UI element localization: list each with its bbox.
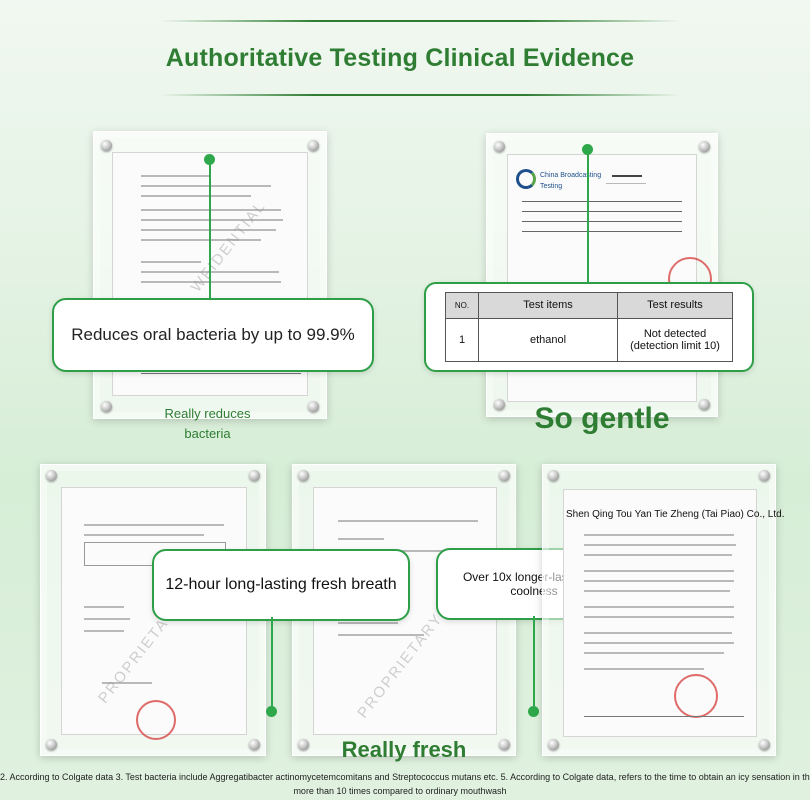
screw-icon xyxy=(308,140,319,151)
screw-icon xyxy=(499,470,510,481)
screw-icon xyxy=(548,739,559,750)
seal-stamp xyxy=(136,700,176,740)
footnote-line-2: more than 10 times compared to ordinary … xyxy=(293,786,507,796)
seal-stamp xyxy=(674,674,718,718)
header-test-items: Test items xyxy=(478,292,618,319)
benefit-label-bacteria: Reduces oral bacteria by up to 99.9% xyxy=(52,298,374,372)
screw-icon xyxy=(249,470,260,481)
screw-icon xyxy=(699,141,710,152)
screw-icon xyxy=(298,470,309,481)
caption-gentle: So gentle xyxy=(534,402,670,435)
screw-icon xyxy=(494,141,505,152)
benefit-label-text: 12-hour long-lasting fresh breath xyxy=(165,576,397,593)
title-divider xyxy=(160,94,680,96)
header-no: NO. xyxy=(445,292,479,319)
connector-line xyxy=(533,616,535,706)
connector-dot xyxy=(582,144,593,155)
screw-icon xyxy=(308,401,319,412)
certificate-paper-5 xyxy=(563,489,757,737)
test-result-card: NO. Test items Test results 1 ethanol No… xyxy=(424,282,754,372)
certificate-frame-5 xyxy=(542,464,776,756)
screw-icon xyxy=(759,470,770,481)
testing-logo-icon xyxy=(516,169,536,189)
screw-icon xyxy=(499,739,510,750)
cell-test-item: ethanol xyxy=(478,317,618,362)
caption-bacteria: Really reduces bacteria xyxy=(164,406,251,441)
caption-fresh: Really fresh xyxy=(341,737,467,762)
screw-icon xyxy=(46,470,57,481)
screw-icon xyxy=(46,739,57,750)
screw-icon xyxy=(759,739,770,750)
benefit-label-text: Reduces oral bacteria by up to 99.9% xyxy=(71,325,355,344)
screw-icon xyxy=(699,399,710,410)
top-divider xyxy=(160,20,680,22)
page-title: Authoritative Testing Clinical Evidence xyxy=(165,44,635,72)
screw-icon xyxy=(548,470,559,481)
connector-line xyxy=(587,150,589,282)
cell-test-result: Not detected (detection limit 10) xyxy=(617,317,733,362)
screw-icon xyxy=(101,401,112,412)
cell-no: 1 xyxy=(445,317,479,362)
company-name: Shen Qing Tou Yan Tie Zheng (Tai Piao) C… xyxy=(566,509,785,520)
benefit-label-fresh-breath: 12-hour long-lasting fresh breath xyxy=(152,549,410,621)
connector-line xyxy=(209,160,211,298)
connector-line xyxy=(271,617,273,707)
footnote-line-1: 2. According to Colgate data 3. Test bac… xyxy=(0,772,810,782)
screw-icon xyxy=(249,739,260,750)
screw-icon xyxy=(494,399,505,410)
screw-icon xyxy=(101,140,112,151)
connector-dot xyxy=(266,706,277,717)
connector-dot xyxy=(204,154,215,165)
header-test-results: Test results xyxy=(617,292,733,319)
connector-dot xyxy=(528,706,539,717)
test-result-table: NO. Test items Test results 1 ethanol No… xyxy=(445,292,733,362)
certificate-frame-2: China Broadcasting Testing xyxy=(486,133,718,417)
logo-text: China Broadcasting Testing xyxy=(540,172,602,190)
footnote: 2. According to Colgate data 3. Test bac… xyxy=(0,770,810,798)
screw-icon xyxy=(298,739,309,750)
